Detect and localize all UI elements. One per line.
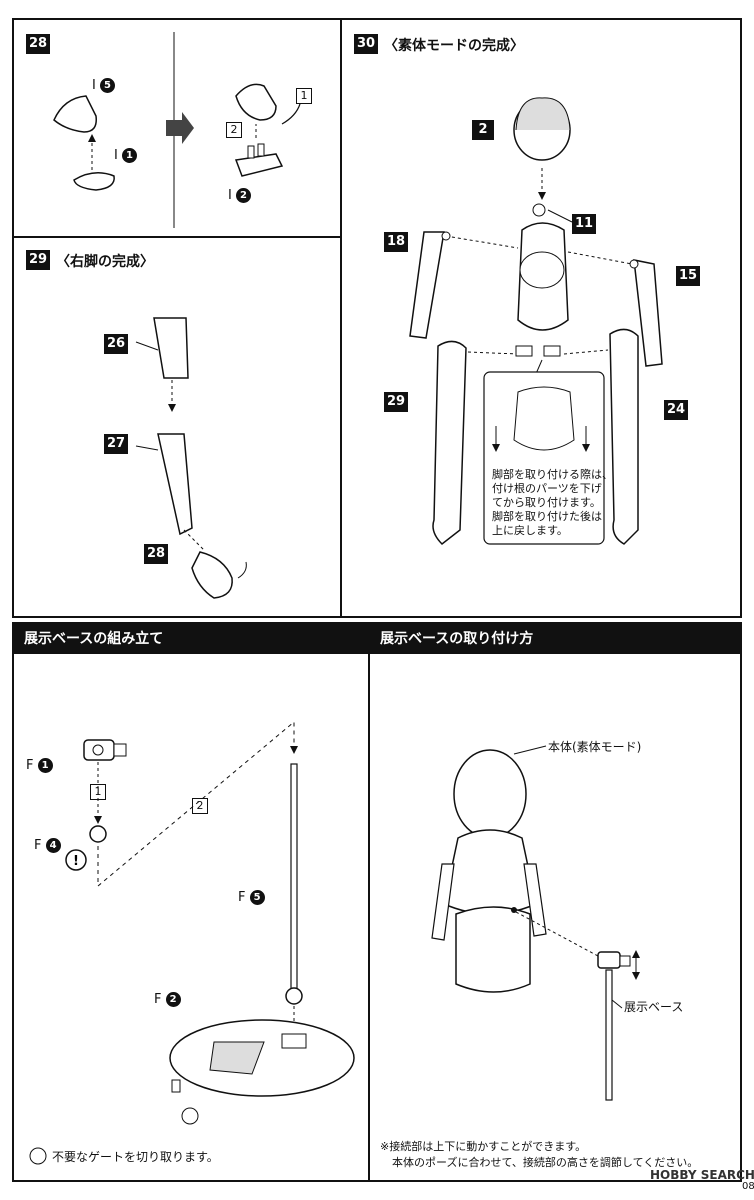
watermark: HOBBY SEARCH <box>650 1168 754 1182</box>
step-28-panel: 28 I 5 I 1 I 2 1 2 <box>12 18 342 238</box>
part-number: 2 <box>472 120 494 140</box>
part-number: 29 <box>384 392 409 412</box>
attach-note-2: 本体のポーズに合わせて、接続部の高さを調節してください。 <box>392 1156 699 1169</box>
note-line: てから取り付けます。 <box>492 496 601 509</box>
part-number: 24 <box>664 400 689 420</box>
note-line: 付け根のパーツを下げ <box>492 482 602 495</box>
attach-note-1: ※接続部は上下に動かすことができます。 <box>380 1140 587 1153</box>
leg-attach-note: 脚部を取り付ける際は、 付け根のパーツを下げ てから取り付けます。 脚部を取り付… <box>492 468 613 538</box>
step-28-illustration <box>53 32 301 228</box>
step-title: 〈素体モードの完成〉 <box>384 38 524 54</box>
body-assembly-illustration <box>409 97 663 545</box>
note-line: 上に戻します。 <box>492 524 568 537</box>
part-number: 11 <box>572 214 597 234</box>
note-line: 脚部を取り付けた後は <box>492 510 602 523</box>
gate-note: 不要なゲートを切り取ります。 <box>52 1150 219 1164</box>
base-attach-panel: 展示ベースの取り付け方 本体(素体モード) 展示ベース ※接続部は上下に動かすこ… <box>368 622 742 1182</box>
base-attach-illustration <box>431 745 640 1101</box>
base-assembly-illustration: ! <box>29 720 355 1165</box>
order-marker: 1 <box>296 88 312 104</box>
base-assembly-panel: 展示ベースの組み立て F 1 F 4 F 5 F 2 1 2 ! 不要なゲートを… <box>12 622 370 1182</box>
base-label: 展示ベース <box>624 1000 684 1014</box>
part-label: F 4 <box>34 838 61 853</box>
step-number: 30 <box>354 34 379 54</box>
part-number: 27 <box>104 434 129 454</box>
part-label: F 2 <box>154 992 181 1007</box>
part-label: F 5 <box>238 890 265 905</box>
body-label: 本体(素体モード) <box>548 740 642 754</box>
part-label: F 1 <box>26 758 53 773</box>
step-number: 28 <box>26 34 51 54</box>
svg-text:!: ! <box>73 854 79 869</box>
step-title: 〈右脚の完成〉 <box>56 254 154 270</box>
part-number: 28 <box>144 544 169 564</box>
part-number: 18 <box>384 232 409 252</box>
section-title: 展示ベースの組み立て <box>14 624 368 654</box>
part-label: I 1 <box>114 148 137 163</box>
step-number: 29 <box>26 250 51 270</box>
part-number: 15 <box>676 266 701 286</box>
order-marker: 2 <box>226 122 242 138</box>
part-label: I 5 <box>92 78 115 93</box>
right-leg-illustration <box>135 317 247 599</box>
note-line: 脚部を取り付ける際は、 <box>492 468 613 481</box>
step-30-panel: 30 〈素体モードの完成〉 2 11 18 15 29 24 脚部を取り付け <box>340 18 742 618</box>
step-29-panel: 29 〈右脚の完成〉 26 27 28 <box>12 236 342 618</box>
order-marker: 2 <box>192 798 208 814</box>
part-label: I 2 <box>228 188 251 203</box>
section-title: 展示ベースの取り付け方 <box>370 624 740 654</box>
part-number: 26 <box>104 334 129 354</box>
page-number: 08 <box>742 1181 754 1192</box>
